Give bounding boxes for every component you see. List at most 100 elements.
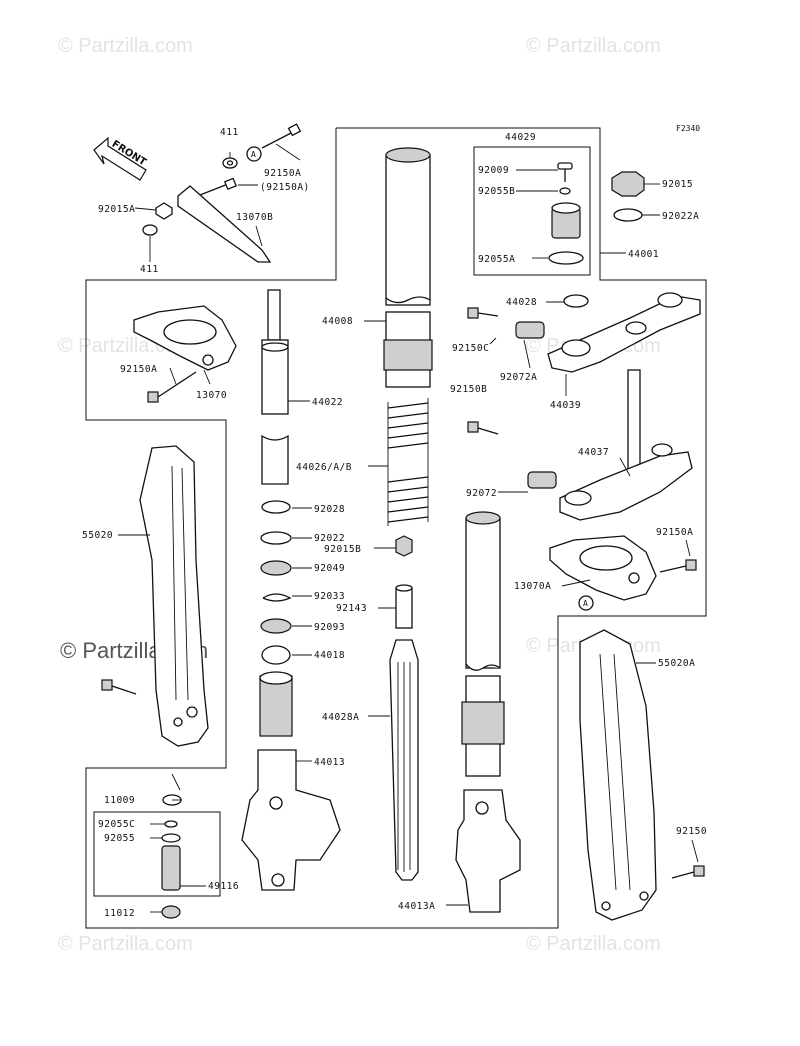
upper-bracket-body	[547, 295, 701, 373]
label-92150c: 92150C	[452, 343, 489, 354]
leg-body	[455, 789, 521, 913]
clip-92033	[262, 593, 292, 602]
label-13070b: 13070B	[236, 212, 273, 223]
guard-hole	[173, 717, 183, 727]
clamp-ring	[579, 545, 633, 571]
bolt-92150	[693, 865, 705, 877]
bolt-shank	[659, 565, 687, 573]
label-92055b: 92055B	[478, 186, 515, 197]
label-92150a-top: 92150A	[264, 168, 301, 179]
label-92015b: 92015B	[324, 544, 361, 555]
bolt-shank	[477, 312, 499, 317]
watermark: © Partzilla.com	[526, 35, 661, 57]
bolt-92150b	[467, 421, 479, 433]
label-92072: 92072	[466, 488, 497, 499]
valve-group	[150, 773, 206, 919]
lower-tube	[259, 675, 293, 737]
bolt-shank	[157, 371, 197, 398]
guard-ribs	[171, 465, 189, 701]
cap-group-box	[473, 146, 591, 276]
label-92143: 92143	[336, 603, 367, 614]
steering-stem	[627, 369, 641, 481]
label-92150b: 92150B	[450, 384, 487, 395]
leg-hole	[269, 796, 283, 810]
tube-top	[465, 511, 501, 525]
ref-marker-a	[246, 146, 262, 162]
cap-group	[516, 162, 584, 265]
guard-hole	[601, 901, 611, 911]
front-arrow: FRONT	[93, 136, 148, 181]
ref-marker-label: A	[583, 599, 588, 608]
label-44022: 44022	[312, 397, 343, 408]
fork-tube-44008	[364, 147, 433, 388]
tube-break	[465, 663, 501, 671]
label-92150: 92150	[676, 826, 707, 837]
tube-break	[385, 296, 431, 304]
leader	[203, 369, 211, 385]
label-92015: 92015	[662, 179, 693, 190]
label-92055: 92055	[104, 833, 135, 844]
leader	[691, 839, 699, 863]
damper-top	[261, 342, 289, 352]
main-frame	[85, 127, 707, 929]
fork-guard-55020	[101, 445, 209, 747]
label-55020: 55020	[82, 530, 113, 541]
lower-bracket-44037	[467, 369, 693, 521]
arrow-icon	[93, 136, 147, 181]
label-92072a: 92072A	[500, 372, 537, 383]
leader	[134, 207, 157, 211]
damper-44022	[261, 339, 289, 415]
bolt-head	[223, 177, 237, 191]
clamp-ring	[163, 319, 217, 345]
bracket-hole	[657, 292, 683, 308]
label-49116: 49116	[208, 881, 239, 892]
label-92022a: 92022A	[662, 211, 699, 222]
leader	[489, 337, 497, 345]
part-labels: 411 92150A (92150A) 92015A 13070B 411 44…	[82, 127, 707, 919]
leader	[169, 367, 177, 385]
fork-guard-55020a	[579, 629, 705, 921]
tube-seal	[383, 339, 433, 371]
bolt-92150a	[261, 130, 296, 149]
washer-92022a	[613, 208, 643, 222]
bolt-shank	[671, 871, 695, 879]
bracket-hole	[564, 490, 592, 506]
bolt-92150a-right	[685, 559, 697, 571]
group-frames	[85, 127, 707, 929]
leader	[523, 339, 531, 369]
label-44039: 44039	[550, 400, 581, 411]
nut-92015	[611, 171, 645, 197]
oring-92055	[161, 833, 181, 843]
label-44028a: 44028A	[322, 712, 359, 723]
guard-body	[579, 629, 657, 921]
washer-44028	[563, 294, 589, 308]
screw-92009	[557, 162, 573, 170]
bracket-hole	[625, 321, 647, 335]
cap-top	[551, 202, 581, 214]
watermark: © Partzilla.com	[58, 933, 193, 955]
label-92150a-paren: (92150A)	[260, 182, 310, 193]
rod-top	[267, 289, 281, 341]
watermark: © Partzilla.com	[526, 933, 661, 955]
diagram-code: F2340	[676, 124, 700, 133]
upper-bracket-44039	[467, 292, 701, 396]
inner-stack	[260, 289, 312, 665]
bolt-92150c	[467, 307, 479, 319]
bracket-hole	[561, 339, 591, 357]
tube-upper	[465, 517, 501, 669]
ref-marker-label: A	[251, 150, 256, 159]
clamp-hole	[202, 354, 214, 366]
label-92055a: 92055A	[478, 254, 515, 265]
nut-92015a	[155, 202, 173, 220]
guard-hole	[186, 706, 198, 718]
lower-bracket-body	[559, 451, 693, 521]
tube-seal	[461, 701, 505, 745]
leader	[275, 143, 301, 161]
label-92093: 92093	[314, 622, 345, 633]
label-13070: 13070	[196, 390, 227, 401]
leader	[171, 773, 181, 791]
bushing-44018	[261, 645, 291, 665]
clamp-92072	[527, 471, 557, 489]
ref-marker-a	[578, 595, 594, 611]
